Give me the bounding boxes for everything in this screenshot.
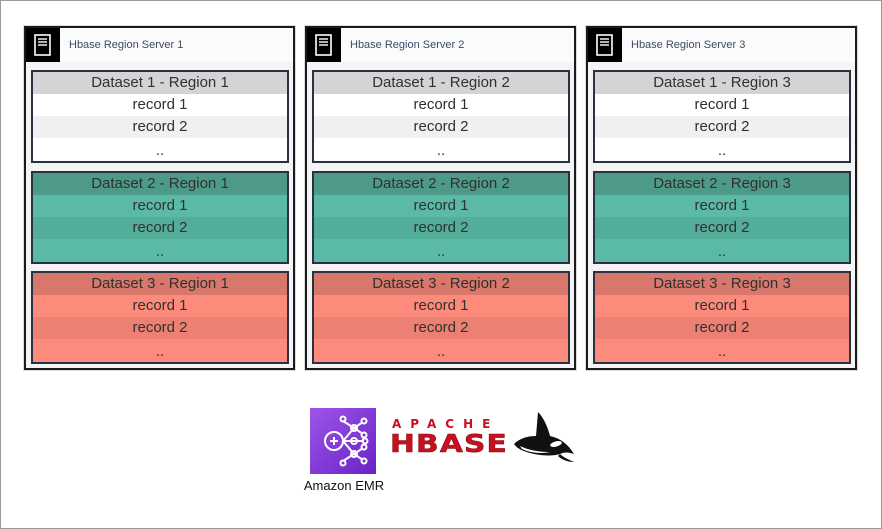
region-name: Dataset 2 - Region 2	[314, 173, 568, 195]
emr-cluster-icon	[310, 408, 376, 474]
hbase-logo-main: HBASE	[390, 429, 508, 458]
region-server-1: Hbase Region Server 1 Dataset 1 - Region…	[24, 26, 295, 370]
region-dataset-2: Dataset 2 - Region 2 record 1 record 2 .…	[312, 171, 570, 264]
record-row: record 2	[33, 217, 287, 239]
record-row: record 1	[314, 295, 568, 317]
region-name: Dataset 1 - Region 2	[314, 72, 568, 94]
record-row: record 1	[595, 94, 849, 116]
record-row: ..	[595, 339, 849, 362]
region-dataset-2: Dataset 2 - Region 1 record 1 record 2 .…	[31, 171, 289, 264]
region-dataset-1: Dataset 1 - Region 3 record 1 record 2 .…	[593, 70, 851, 163]
record-row: record 2	[314, 317, 568, 339]
record-row: record 2	[595, 317, 849, 339]
region-dataset-3: Dataset 3 - Region 1 record 1 record 2 .…	[31, 271, 289, 364]
server-header: Hbase Region Server 3	[588, 28, 855, 62]
region-name: Dataset 3 - Region 3	[595, 273, 849, 295]
record-row: ..	[595, 239, 849, 262]
record-row: ..	[314, 138, 568, 161]
orca-icon	[514, 412, 574, 462]
region-name: Dataset 2 - Region 1	[33, 173, 287, 195]
server-header: Hbase Region Server 2	[307, 28, 574, 62]
region-server-2: Hbase Region Server 2 Dataset 1 - Region…	[305, 26, 576, 370]
record-row: ..	[314, 239, 568, 262]
server-title: Hbase Region Server 3	[631, 39, 746, 51]
record-row: record 2	[314, 116, 568, 138]
server-icon	[588, 28, 622, 62]
region-dataset-1: Dataset 1 - Region 1 record 1 record 2 .…	[31, 70, 289, 163]
record-row: ..	[314, 339, 568, 362]
record-row: record 1	[595, 295, 849, 317]
record-row: record 1	[314, 94, 568, 116]
record-row: record 2	[33, 317, 287, 339]
server-title: Hbase Region Server 2	[350, 39, 465, 51]
record-row: record 1	[33, 195, 287, 217]
region-dataset-3: Dataset 3 - Region 2 record 1 record 2 .…	[312, 271, 570, 364]
region-dataset-1: Dataset 1 - Region 2 record 1 record 2 .…	[312, 70, 570, 163]
server-title: Hbase Region Server 1	[69, 39, 184, 51]
region-dataset-2: Dataset 2 - Region 3 record 1 record 2 .…	[593, 171, 851, 264]
region-name: Dataset 2 - Region 3	[595, 173, 849, 195]
record-row: record 2	[33, 116, 287, 138]
record-row: record 2	[314, 217, 568, 239]
record-row: record 1	[595, 195, 849, 217]
record-row: ..	[33, 138, 287, 161]
record-row: ..	[595, 138, 849, 161]
region-name: Dataset 3 - Region 2	[314, 273, 568, 295]
emr-label: Amazon EMR	[303, 478, 385, 493]
region-name: Dataset 3 - Region 1	[33, 273, 287, 295]
region-name: Dataset 1 - Region 3	[595, 72, 849, 94]
hbase-logo: APACHE HBASE	[390, 412, 574, 462]
record-row: record 1	[33, 94, 287, 116]
record-row: ..	[33, 339, 287, 362]
record-row: record 2	[595, 217, 849, 239]
record-row: record 2	[595, 116, 849, 138]
record-row: ..	[33, 239, 287, 262]
region-name: Dataset 1 - Region 1	[33, 72, 287, 94]
region-server-3: Hbase Region Server 3 Dataset 1 - Region…	[586, 26, 857, 370]
hbase-logo-top: APACHE	[392, 417, 499, 431]
record-row: record 1	[314, 195, 568, 217]
server-header: Hbase Region Server 1	[26, 28, 293, 62]
server-icon	[26, 28, 60, 62]
server-icon	[307, 28, 341, 62]
region-dataset-3: Dataset 3 - Region 3 record 1 record 2 .…	[593, 271, 851, 364]
record-row: record 1	[33, 295, 287, 317]
